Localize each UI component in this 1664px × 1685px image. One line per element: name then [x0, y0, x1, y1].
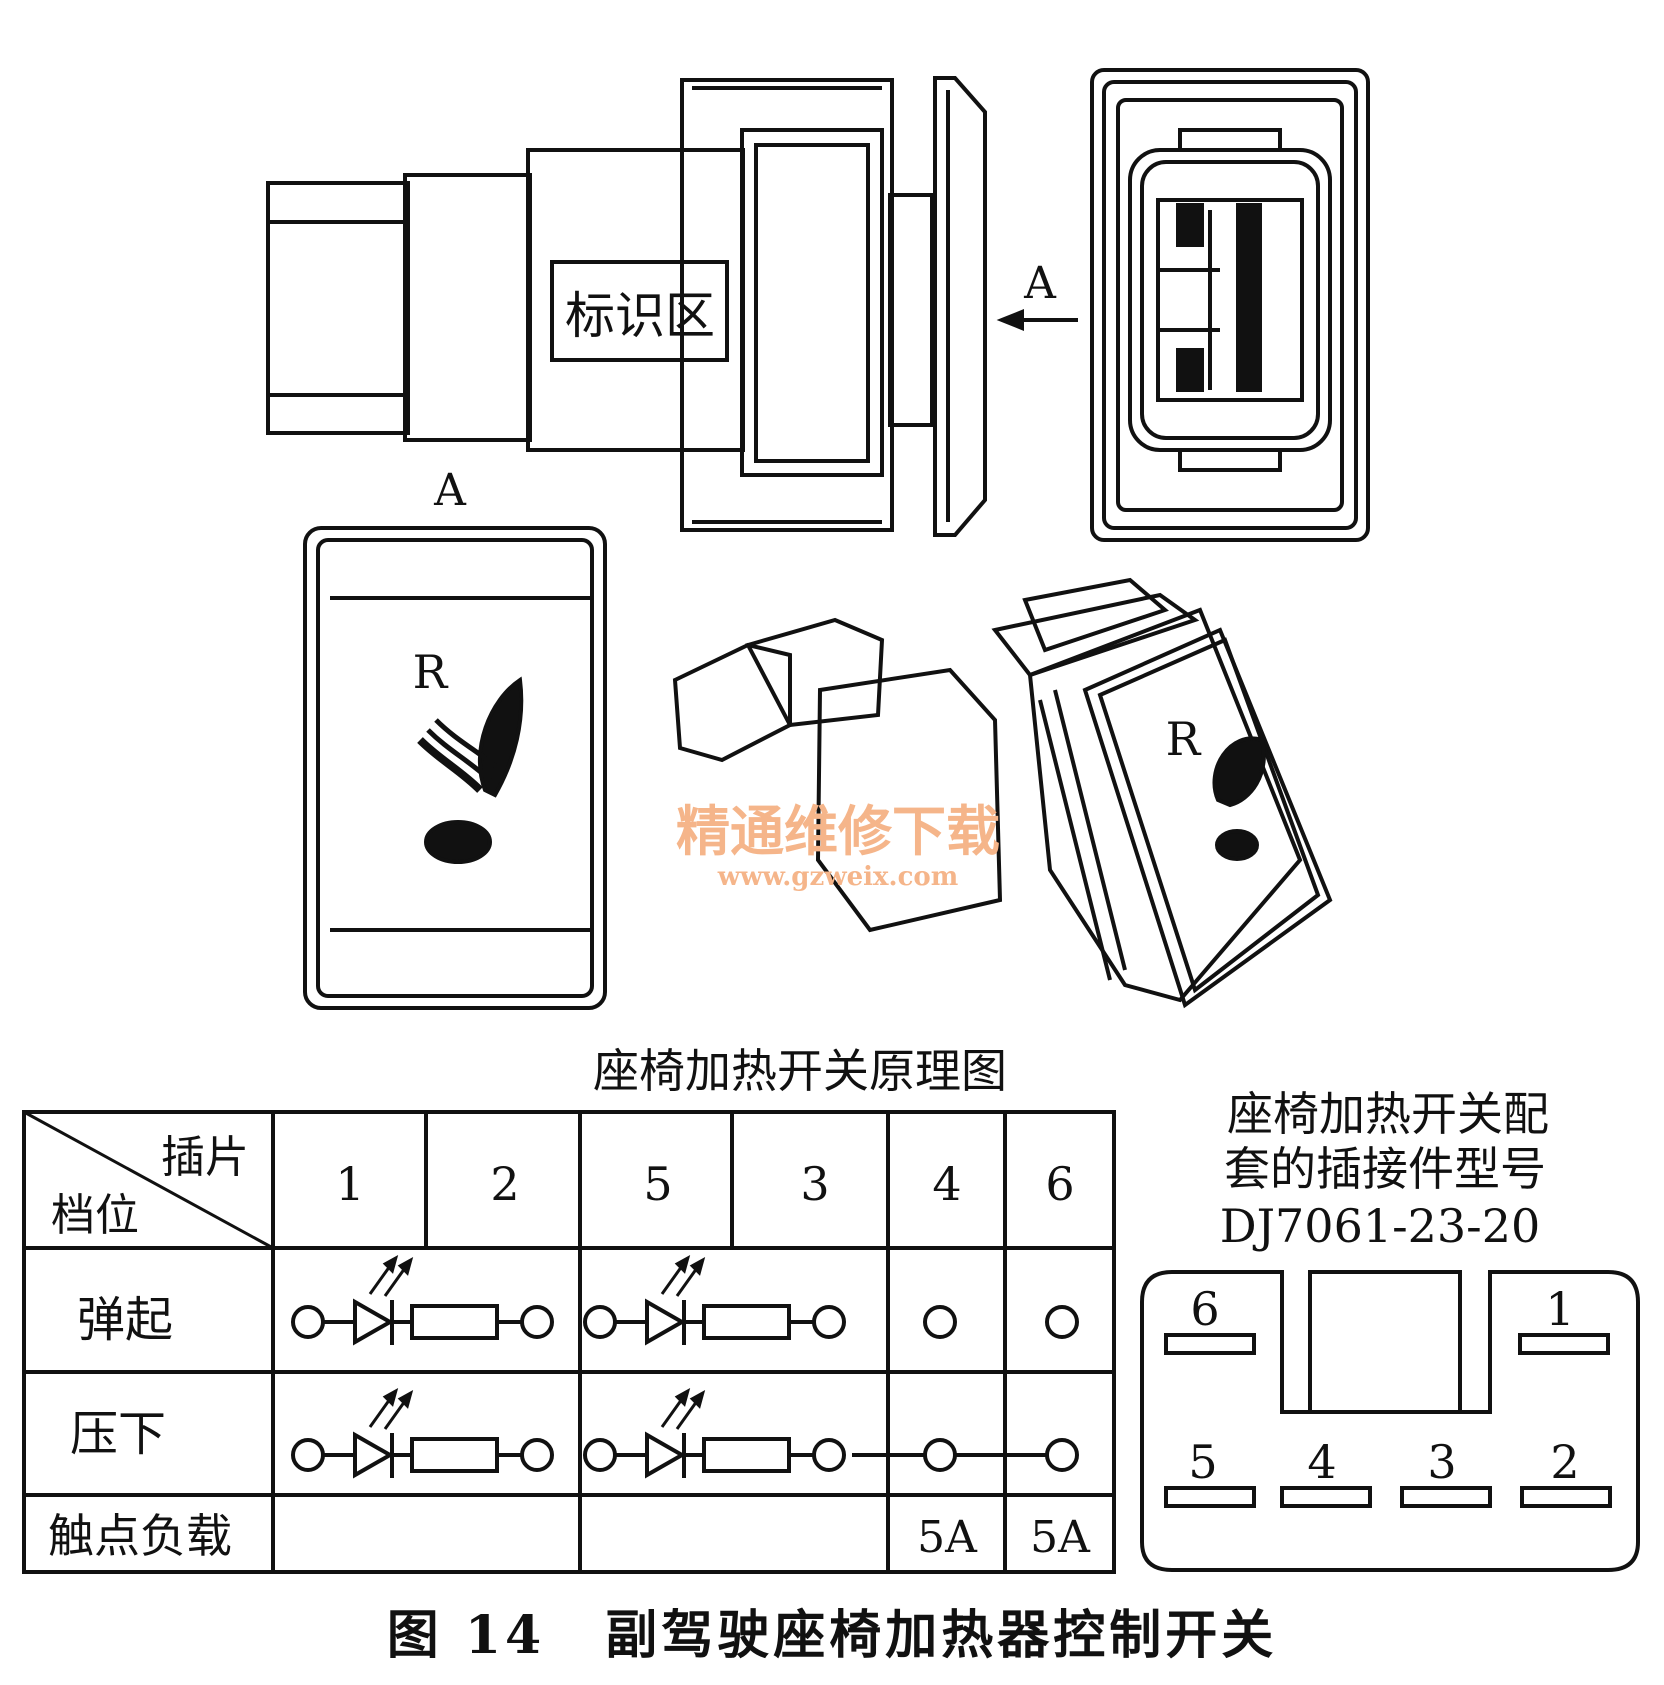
led-resistor-symbol: [291, 1254, 554, 1346]
iso-r-label: R: [1166, 712, 1202, 766]
figure-number: 图 14: [386, 1604, 546, 1666]
view-a-label: A: [433, 465, 467, 516]
pin-header: 4: [932, 1157, 961, 1211]
contact-closed: [852, 1438, 1079, 1472]
pin-header: 6: [1045, 1157, 1074, 1211]
connector-title-2: 套的插接件型号: [1224, 1142, 1546, 1196]
seat-heater-icon: [417, 676, 524, 798]
switch-rear-view: [1090, 68, 1370, 542]
view-arrow-label: A: [1023, 258, 1057, 309]
table-corner-pin: 插片: [161, 1132, 249, 1183]
connector-pin-label: 3: [1427, 1435, 1456, 1489]
view-arrow: [996, 309, 1078, 331]
connector-pin-label: 2: [1550, 1435, 1579, 1489]
figure-caption: 图 14 副驾驶座椅加热器控制开关: [0, 1590, 1664, 1670]
indicator-lamp: [424, 820, 492, 864]
switch-front-view: [303, 526, 607, 1010]
row-label-load: 触点负载: [48, 1509, 232, 1563]
watermark-url: www.gzweix.com: [717, 862, 959, 892]
contact-load-value: 5A: [1030, 1512, 1091, 1563]
figure-title: 副驾驶座椅加热器控制开关: [605, 1604, 1278, 1666]
pin-header: 5: [643, 1157, 672, 1211]
watermark-title: 精通维修下载: [676, 799, 1000, 863]
label-area-box: [550, 260, 729, 362]
pin-header: 1: [335, 1157, 364, 1211]
table-title: 座椅加热开关原理图: [593, 1044, 1007, 1098]
switch-side-view: [266, 76, 987, 537]
pin-header: 2: [490, 1157, 519, 1211]
connector-pin-label: 5: [1188, 1435, 1217, 1489]
connector-pin-label: 6: [1190, 1282, 1219, 1336]
connector-pin-label: 1: [1545, 1282, 1574, 1336]
pin-header: 3: [800, 1157, 829, 1211]
front-r-label: R: [413, 645, 449, 699]
table-corner-position: 档位: [51, 1190, 139, 1241]
watermark: 精通维修下载 www.gzweix.com: [676, 799, 1000, 892]
connector-title-1: 座椅加热开关配: [1227, 1087, 1549, 1141]
switch-isometric-view: [672, 577, 1333, 1009]
contact-load-value: 5A: [917, 1512, 978, 1563]
contact-open: [923, 1305, 1079, 1339]
row-label-pressed: 压下: [70, 1406, 166, 1462]
connector-face: [1140, 1270, 1640, 1572]
row-label-popped: 弹起: [77, 1292, 173, 1348]
connector-model: DJ7061-23-20: [1220, 1199, 1541, 1253]
schematic-table: [22, 1110, 1116, 1574]
connector-pin-label: 4: [1307, 1435, 1336, 1489]
label-area-text: 标识区: [565, 287, 715, 345]
